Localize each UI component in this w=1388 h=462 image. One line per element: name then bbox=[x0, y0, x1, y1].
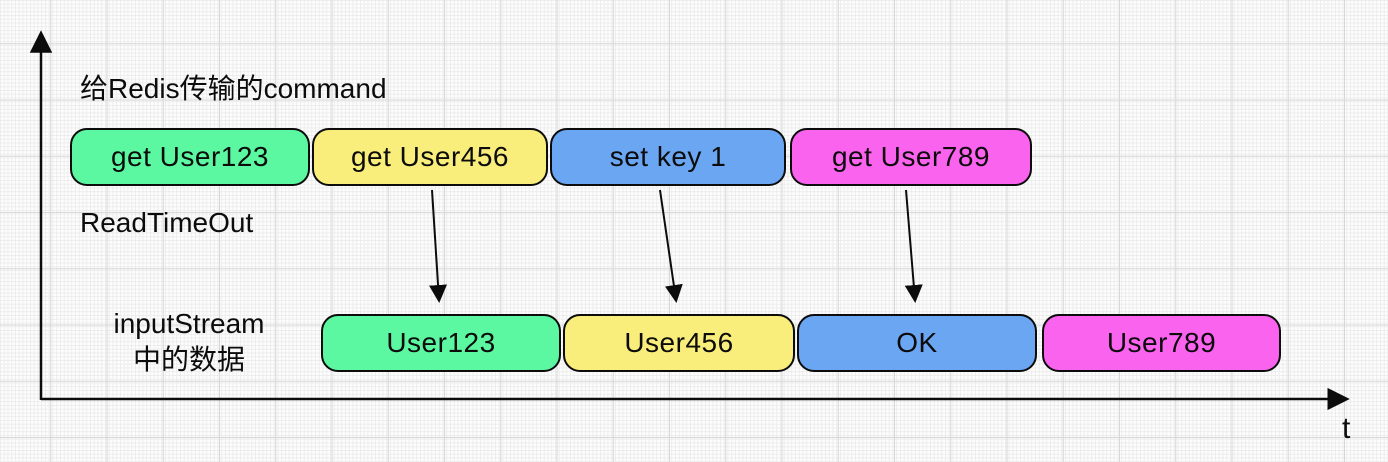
command-node-get-user456: get User456 bbox=[312, 128, 548, 186]
stream-node-label: User789 bbox=[1106, 327, 1217, 358]
x-axis-label-t: t bbox=[1342, 412, 1351, 445]
command-node-label: set key 1 bbox=[609, 141, 727, 172]
input-stream-label: inputStream 中的数据 bbox=[88, 306, 290, 378]
stream-node-user456: User456 bbox=[563, 314, 795, 372]
stream-node-label: OK bbox=[896, 327, 938, 358]
arrow-getuser456-to-user123 bbox=[429, 189, 448, 303]
stream-node-user123: User123 bbox=[321, 314, 561, 372]
arrow-getuser789-to-ok bbox=[904, 189, 923, 303]
stream-node-label: User123 bbox=[386, 327, 496, 358]
command-node-label: get User789 bbox=[831, 141, 991, 172]
command-node-get-user123: get User123 bbox=[70, 128, 310, 186]
commands-row-title: 给Redis传输的command bbox=[80, 73, 387, 104]
command-node-label: get User456 bbox=[350, 141, 510, 172]
command-node-set-key-1: set key 1 bbox=[550, 128, 786, 186]
command-node-get-user789: get User789 bbox=[790, 128, 1032, 186]
read-timeout-label: ReadTimeOut bbox=[80, 207, 254, 238]
arrow-setkey1-to-user456 bbox=[659, 189, 683, 303]
stream-node-ok: OK bbox=[797, 314, 1037, 372]
stream-node-label: User456 bbox=[624, 327, 734, 358]
stream-node-user789: User789 bbox=[1042, 314, 1281, 372]
input-stream-label-line2: 中的数据 bbox=[132, 344, 245, 375]
input-stream-label-line1: inputStream bbox=[113, 308, 265, 339]
command-node-label: get User123 bbox=[110, 141, 270, 172]
